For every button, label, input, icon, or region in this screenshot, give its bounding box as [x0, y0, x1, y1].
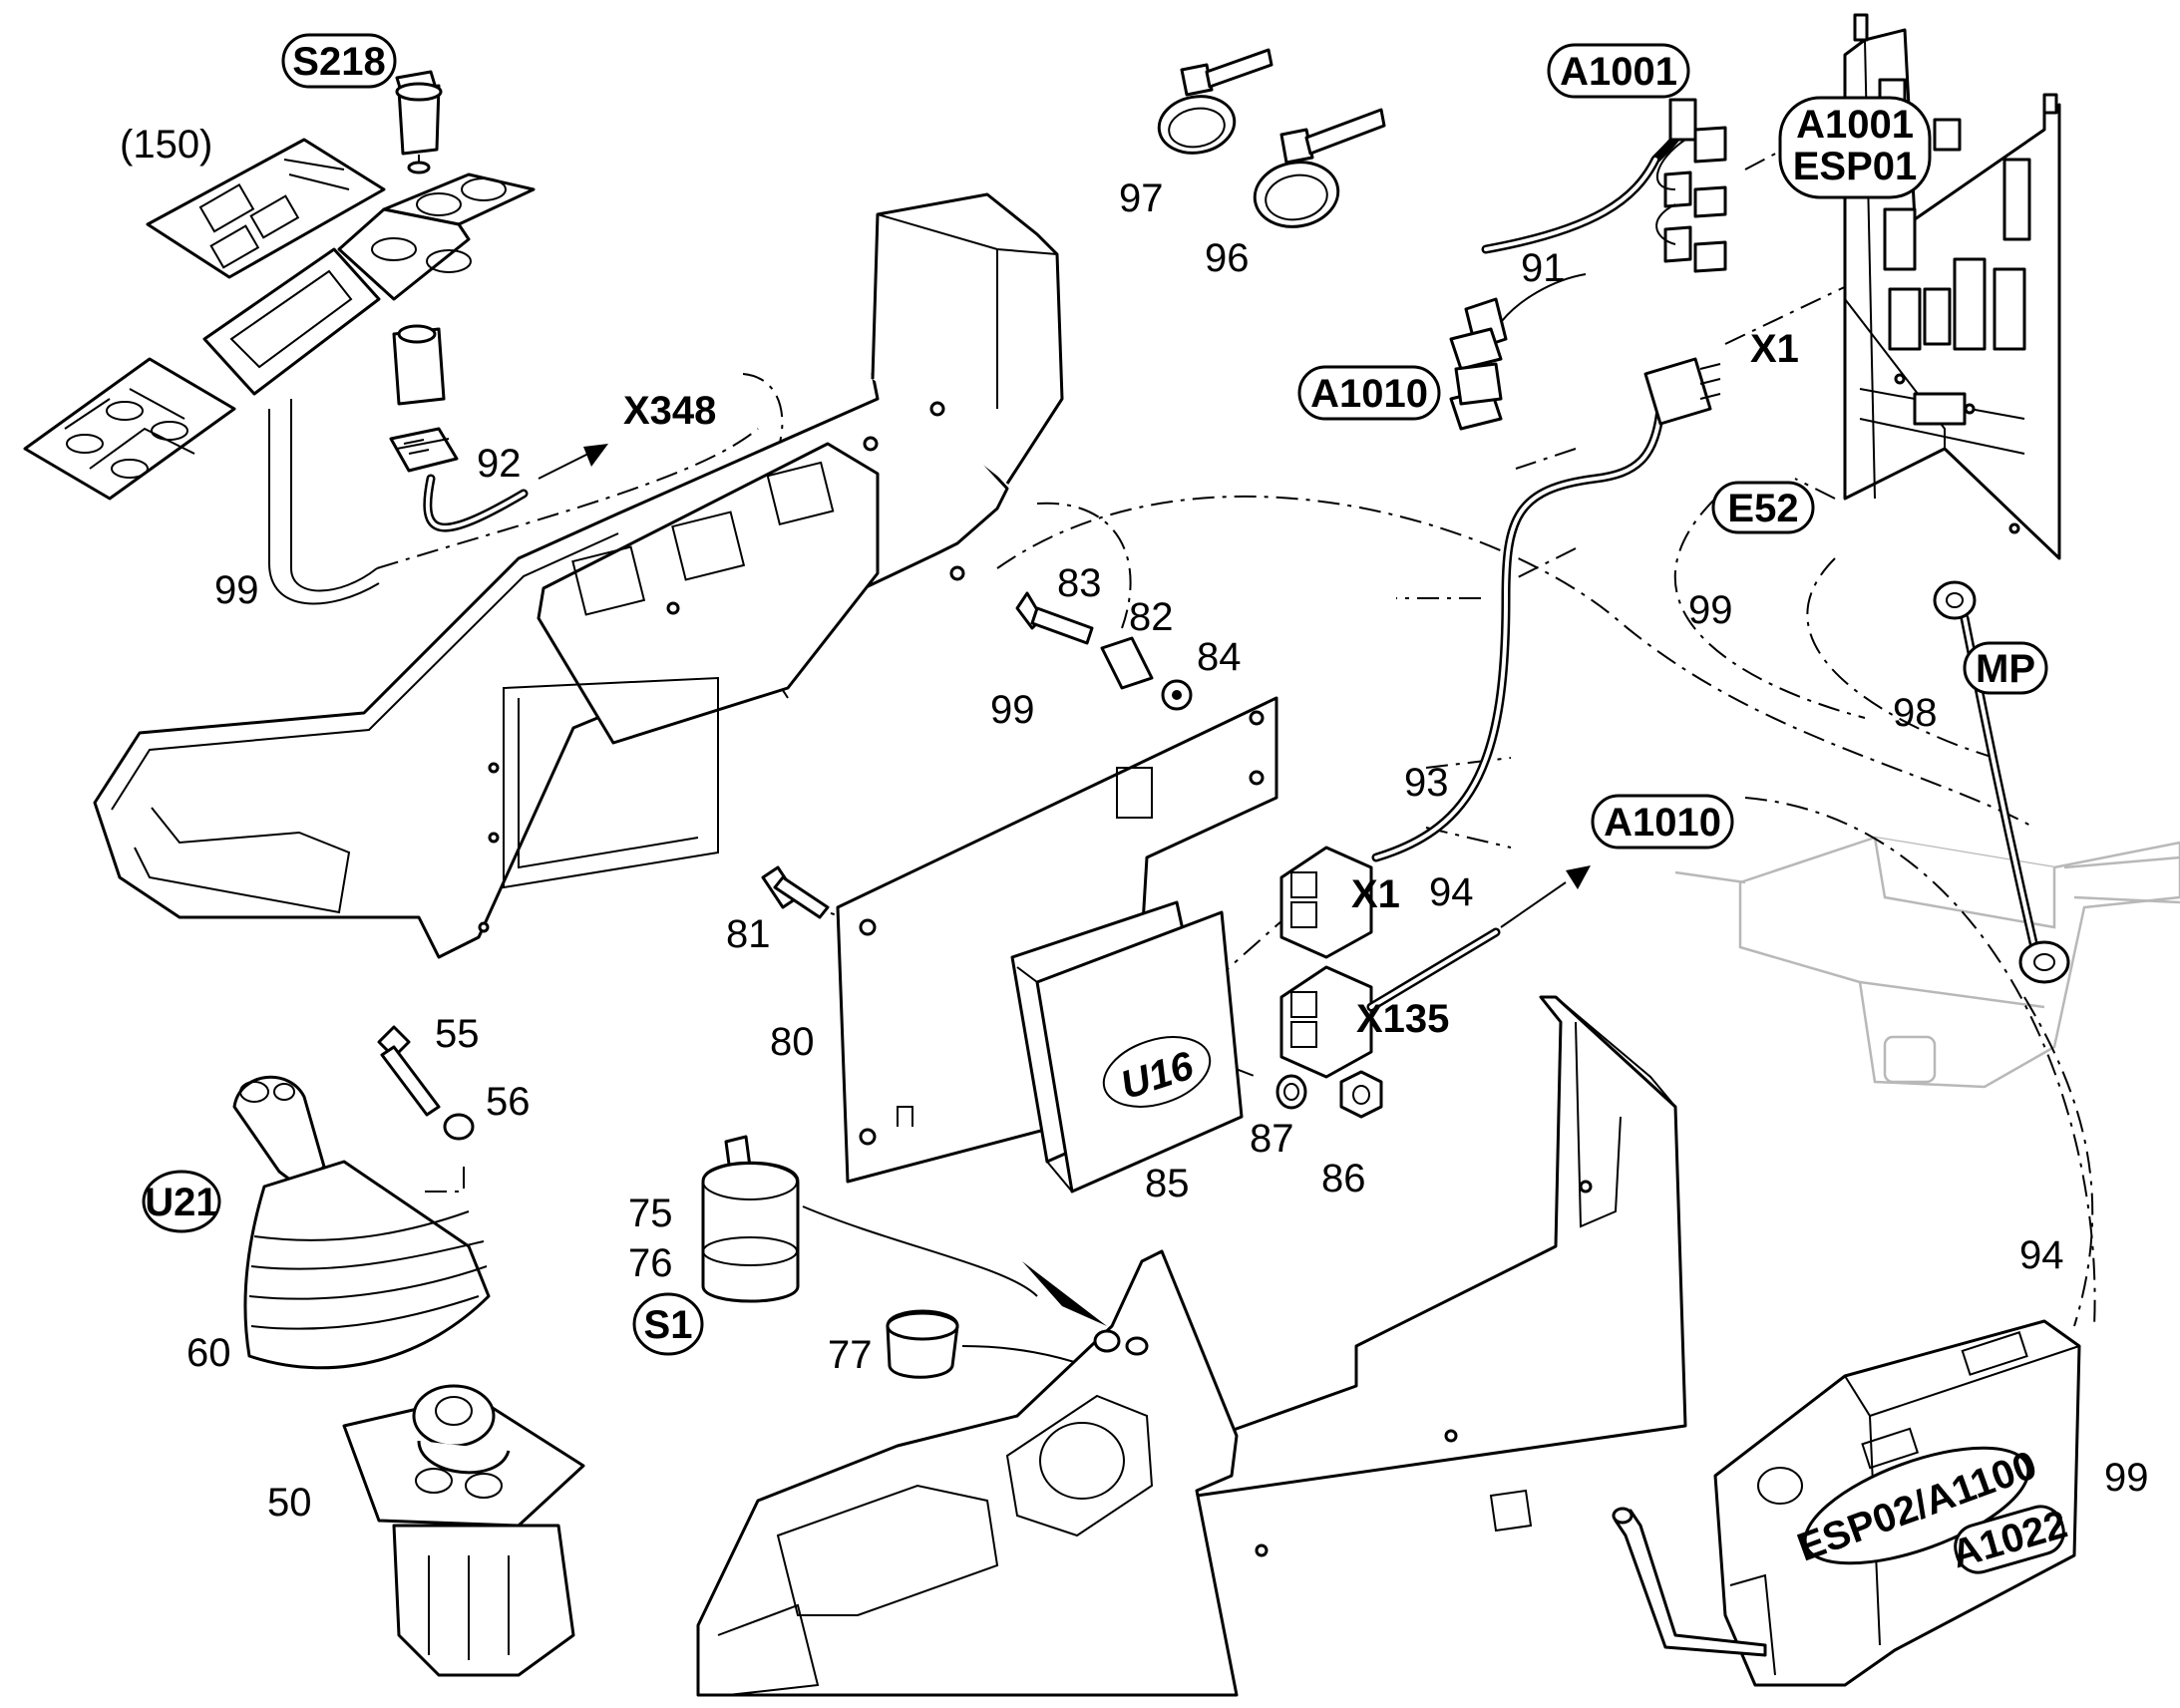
connector-x1 [1279, 846, 1373, 959]
callout-e52: E52 [1727, 487, 1798, 530]
bolt-55-washer-56 [377, 1025, 475, 1141]
cable-tie-96 [1253, 108, 1386, 228]
callout-a1010-right: A1010 [1604, 801, 1721, 845]
callout-81: 81 [726, 912, 771, 956]
callout-82: 82 [1129, 595, 1174, 639]
cable-92 [423, 444, 608, 532]
callout-97: 97 [1119, 176, 1164, 220]
callout-83: 83 [1057, 561, 1102, 605]
plug-77 [886, 1309, 1112, 1379]
harness-93 [1371, 357, 1721, 862]
nut-86-washer-87 [1275, 1070, 1383, 1119]
joystick-u21 [232, 1075, 491, 1370]
upper-console-housing [93, 192, 1064, 959]
callout-98: 98 [1893, 691, 1938, 735]
callout-esp01: ESP01 [1793, 145, 1918, 188]
callout-x1-top: X1 [1750, 327, 1799, 371]
chassis-ghost [1674, 836, 2180, 1089]
callout-99-center: 99 [990, 688, 1035, 732]
joystick-base-50 [342, 1384, 585, 1677]
callout-x348: X348 [623, 389, 716, 433]
callout-a1001-panel: A1001 [1796, 103, 1914, 147]
blank-plate-left [23, 357, 236, 501]
connector-labels: X348 X1 X1 X135 [623, 327, 1799, 1041]
lower-console [696, 995, 1687, 1697]
bezel-frame [202, 247, 381, 605]
boxed-labels: S218 A1001 A1010 A1001 ESP01 E52 MP A101… [142, 33, 2072, 1576]
cable-tie-97 [1157, 48, 1273, 155]
callout-a1010-left: A1010 [1310, 372, 1428, 416]
callout-150: (150) [120, 123, 212, 167]
callout-94-center: 94 [1429, 870, 1474, 914]
callout-s1: S1 [644, 1303, 693, 1347]
callout-x135: X135 [1356, 997, 1449, 1041]
callout-labels: (150) 92 99 97 96 91 99 98 83 82 84 99 9… [120, 123, 2149, 1525]
bolt-81 [761, 865, 830, 919]
callout-75: 75 [628, 1192, 673, 1235]
connector-x135 [1279, 865, 1591, 1079]
callout-91: 91 [1521, 246, 1566, 290]
callout-93: 93 [1404, 761, 1449, 805]
callout-96: 96 [1205, 236, 1250, 280]
mounting-plate-80 [836, 696, 1278, 1184]
callout-76: 76 [628, 1241, 673, 1285]
callout-x1-connector: X1 [1351, 872, 1400, 916]
callout-99-bottom: 99 [2104, 1456, 2149, 1500]
callout-85: 85 [1145, 1162, 1190, 1205]
callout-87: 87 [1250, 1117, 1294, 1161]
callout-94-right: 94 [2019, 1233, 2064, 1277]
callout-56: 56 [486, 1080, 531, 1124]
callout-u21: U21 [145, 1181, 217, 1224]
callout-92: 92 [477, 442, 522, 486]
callout-mp: MP [1976, 647, 2035, 691]
callout-s218: S218 [292, 40, 385, 84]
decal-150 [146, 138, 386, 279]
s218-switch-assembly [337, 70, 536, 473]
callout-50: 50 [267, 1481, 312, 1525]
callout-55: 55 [435, 1012, 480, 1056]
bolt-83-spacer-82-washer-84 [1015, 591, 1193, 711]
callout-80: 80 [770, 1020, 815, 1064]
callout-84: 84 [1197, 635, 1242, 679]
key-switch-s1 [701, 1135, 1107, 1326]
callout-77: 77 [828, 1333, 873, 1377]
callout-a1001-top: A1001 [1560, 50, 1677, 94]
callout-60: 60 [186, 1331, 231, 1375]
callout-99-left: 99 [214, 568, 259, 612]
callout-99-right: 99 [1688, 588, 1733, 632]
callout-86: 86 [1321, 1157, 1366, 1200]
harness-91 [1449, 98, 1727, 431]
ecu-u16 [1010, 900, 1244, 1194]
